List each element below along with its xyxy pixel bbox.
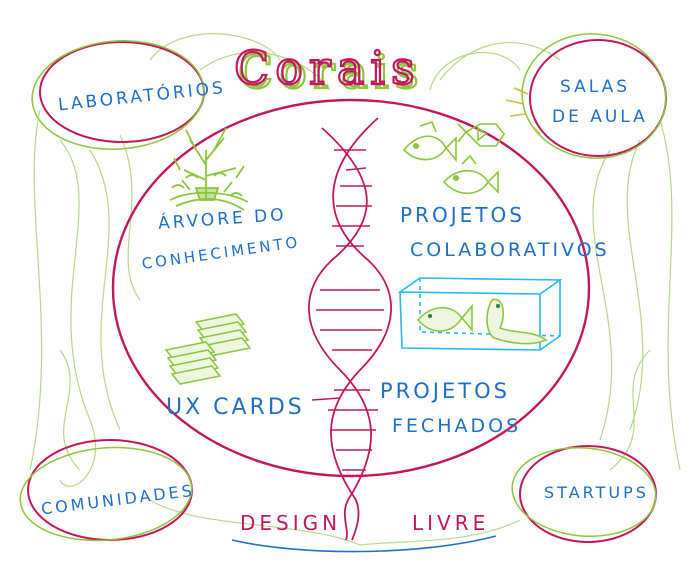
bubble-salas-de-aula: SALAS DE AULA [506,27,672,165]
label-arvore-line1: ÁRVORE DO [157,203,287,234]
fish-icon-group [404,122,504,193]
label-arvore-line2: CONHECIMENTO [141,233,302,273]
label-projetos-colab-line2: COLABORATIVOS [410,239,610,261]
bubble-laboratorios: LABORATÓRIOS [28,35,226,155]
fish-icon-2 [458,124,504,146]
label-startups: STARTUPS [544,483,649,502]
stack-of-cards-icon [166,314,250,384]
label-comunidades: COMUNIDADES [40,481,196,519]
label-projetos-fech-line1: PROJETOS [380,379,510,403]
tree-icon [170,128,248,210]
title-block: Corais Corais [234,41,425,99]
label-design: DESIGN [240,511,341,535]
aquarium-icon [400,278,560,350]
bubble-startups: STARTUPS [508,442,659,542]
fish-icon-1 [404,122,456,160]
fish-icon-3 [444,156,498,193]
footer-design-livre: DESIGN LIVRE [232,511,496,552]
label-ux-cards: UX CARDS [166,395,305,420]
label-livre: LIVRE [412,511,489,535]
label-projetos-fech-line2: FECHADOS [392,415,521,437]
label-salas: SALAS [560,77,630,97]
sparkle-lines [506,88,540,134]
label-laboratorios: LABORATÓRIOS [57,76,227,115]
label-de-aula: DE AULA [552,107,648,127]
bubble-comunidades: COMUNIDADES [16,440,195,547]
label-projetos-colab-line1: PROJETOS [400,203,525,227]
page-title: Corais [234,41,421,95]
